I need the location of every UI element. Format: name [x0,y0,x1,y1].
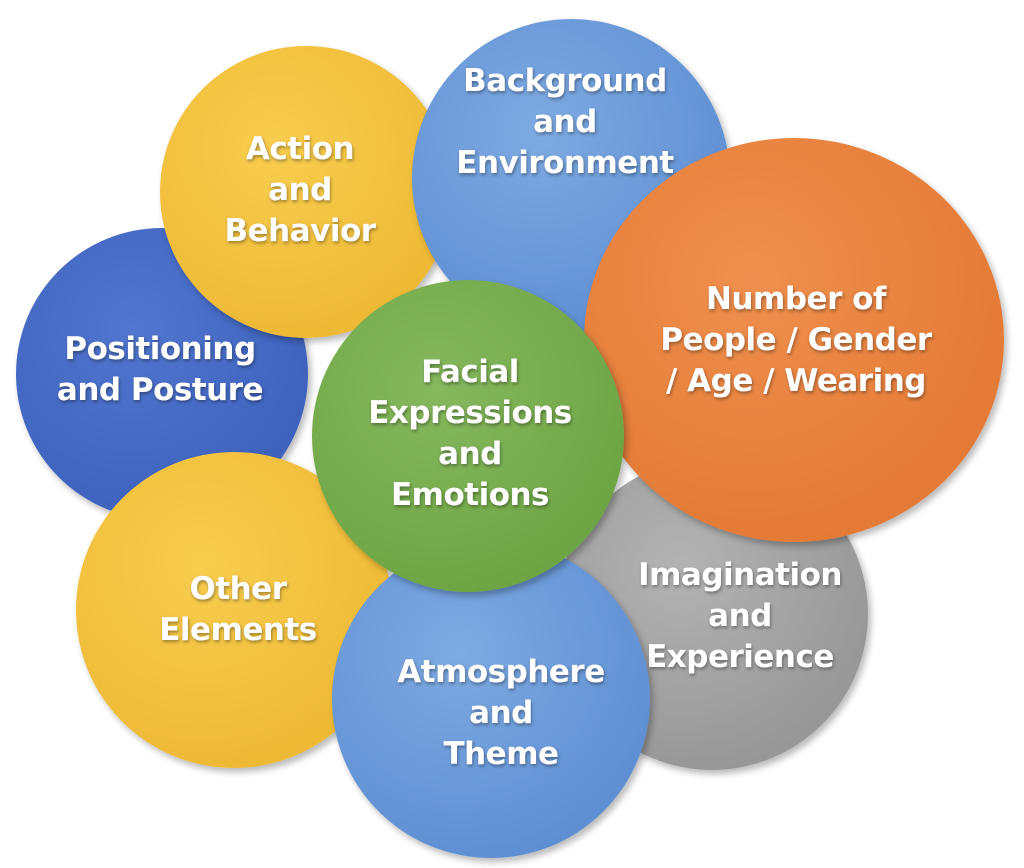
circle-atmosphere-and-theme: Atmosphere and Theme [332,540,650,858]
circle-number-of-people: Number of People / Gender / Age / Wearin… [584,138,1004,542]
circle-label: Other Elements [159,571,317,648]
circle-label: Imagination and Experience [638,556,842,675]
circle-label: Positioning and Posture [56,331,264,408]
circle-action-and-behavior: Action and Behavior [160,46,452,338]
circle-label: Number of People / Gender / Age / Wearin… [660,280,932,399]
circle-label: Action and Behavior [224,130,376,249]
circle-label: Facial Expressions and Emotions [368,354,572,513]
circle-label: Background and Environment [456,62,674,181]
circle-label: Atmosphere and Theme [397,653,605,772]
circle-facial-expressions-and-emotions: Facial Expressions and Emotions [312,280,624,592]
